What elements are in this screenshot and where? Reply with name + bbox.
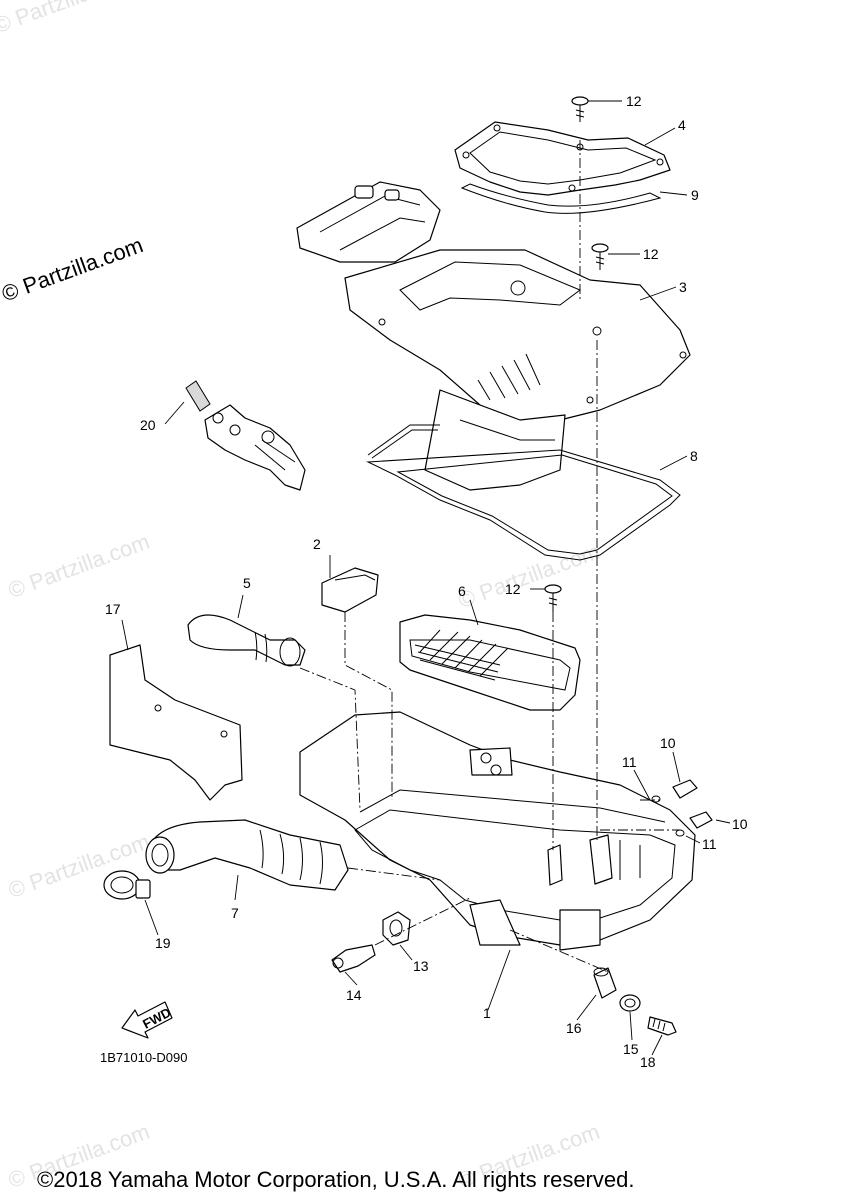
copyright-notice: ©2018 Yamaha Motor Corporation, U.S.A. A… [37,1167,634,1192]
part-20-sensor [185,380,306,491]
part-4-cover-plate [454,121,671,196]
callout-11-bottom: 11 [702,836,717,852]
callout-7: 7 [231,905,239,921]
callout-19: 19 [155,935,171,951]
callout-3: 3 [679,279,687,295]
part-9-gasket [460,183,662,214]
part-8-seal [366,424,681,561]
part-13-grommet [382,911,411,946]
callout-20: 20 [140,417,156,433]
callout-12-lower: 12 [505,581,521,597]
callout-16: 16 [566,1020,582,1036]
callout-8: 8 [690,448,698,464]
callout-18: 18 [640,1054,656,1070]
part-1-airbox [299,711,696,951]
part-19-clamp [103,870,151,900]
callout-10-top: 10 [660,735,676,751]
callout-14: 14 [346,987,362,1003]
leader-lines [121,100,731,1056]
callout-5: 5 [243,575,251,591]
part-15-grommet [619,994,641,1012]
watermark-main: © Partzilla.com [0,232,146,306]
callout-9: 9 [691,187,699,203]
watermark: © Partzilla.com [5,529,153,603]
part-5-hose [187,614,306,667]
part-18-bolt [647,1016,677,1036]
part-17-plate [109,644,243,801]
diagram-code: 1B71010-D090 [100,1050,187,1065]
callout-12-top: 12 [626,93,642,109]
watermark: © Partzilla.com [0,0,139,38]
callout-11-top: 11 [622,754,637,770]
assembly-lines [299,140,680,973]
part-3-air-duct [296,181,691,491]
callout-15: 15 [623,1041,639,1057]
callout-13: 13 [413,958,429,974]
part-2-clip [321,567,379,613]
callout-1: 1 [483,1005,491,1021]
part-6-filter [399,614,581,711]
fwd-arrow-icon: FWD [121,1001,173,1039]
callout-17: 17 [105,601,121,617]
watermark: © Partzilla.com [455,539,603,613]
callout-2: 2 [313,536,321,552]
part-14-sensor [331,944,376,973]
part-7-intake-boot [145,819,349,891]
callout-labels: 12 4 9 12 3 8 20 2 5 12 6 17 10 11 10 11… [105,93,748,1070]
fwd-label: FWD [140,1005,173,1032]
part-12-screws [544,96,609,612]
callout-4: 4 [678,117,686,133]
callout-10-bottom: 10 [732,816,748,832]
part-10-fittings [672,779,713,829]
callout-6: 6 [458,583,466,599]
callout-12-middle: 12 [643,246,659,262]
part-16-collar [593,967,617,999]
